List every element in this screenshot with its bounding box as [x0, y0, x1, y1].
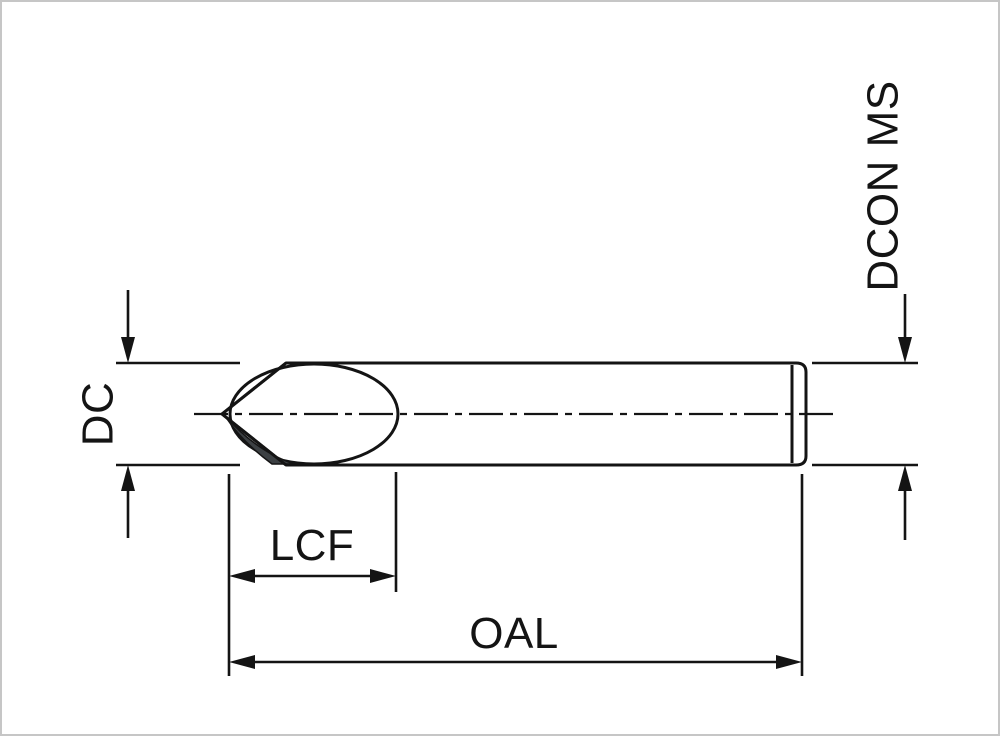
- dcon-ms-label: DCON MS: [859, 80, 908, 291]
- oal-arrowhead-left: [229, 655, 255, 669]
- dcon-arrowhead-top: [898, 337, 912, 363]
- dimension-lcf: LCF: [227, 472, 398, 676]
- dc-arrowhead-bottom: [121, 465, 135, 491]
- dimension-dcon-ms: DCON MS: [812, 80, 918, 540]
- lcf-label: LCF: [270, 521, 355, 570]
- oal-arrowhead-right: [776, 655, 802, 669]
- dimension-dc: DC: [74, 290, 240, 538]
- oal-label: OAL: [469, 609, 559, 658]
- lcf-arrowhead-right: [370, 569, 396, 583]
- dcon-arrowhead-bottom: [898, 465, 912, 491]
- lcf-arrowhead-left: [229, 569, 255, 583]
- dc-label: DC: [74, 382, 123, 447]
- flute: [228, 362, 400, 466]
- point-edge-top: [221, 361, 287, 416]
- point-edge-bottom: [221, 412, 287, 467]
- dc-arrowhead-top: [121, 337, 135, 363]
- dimension-oal: OAL: [229, 474, 804, 676]
